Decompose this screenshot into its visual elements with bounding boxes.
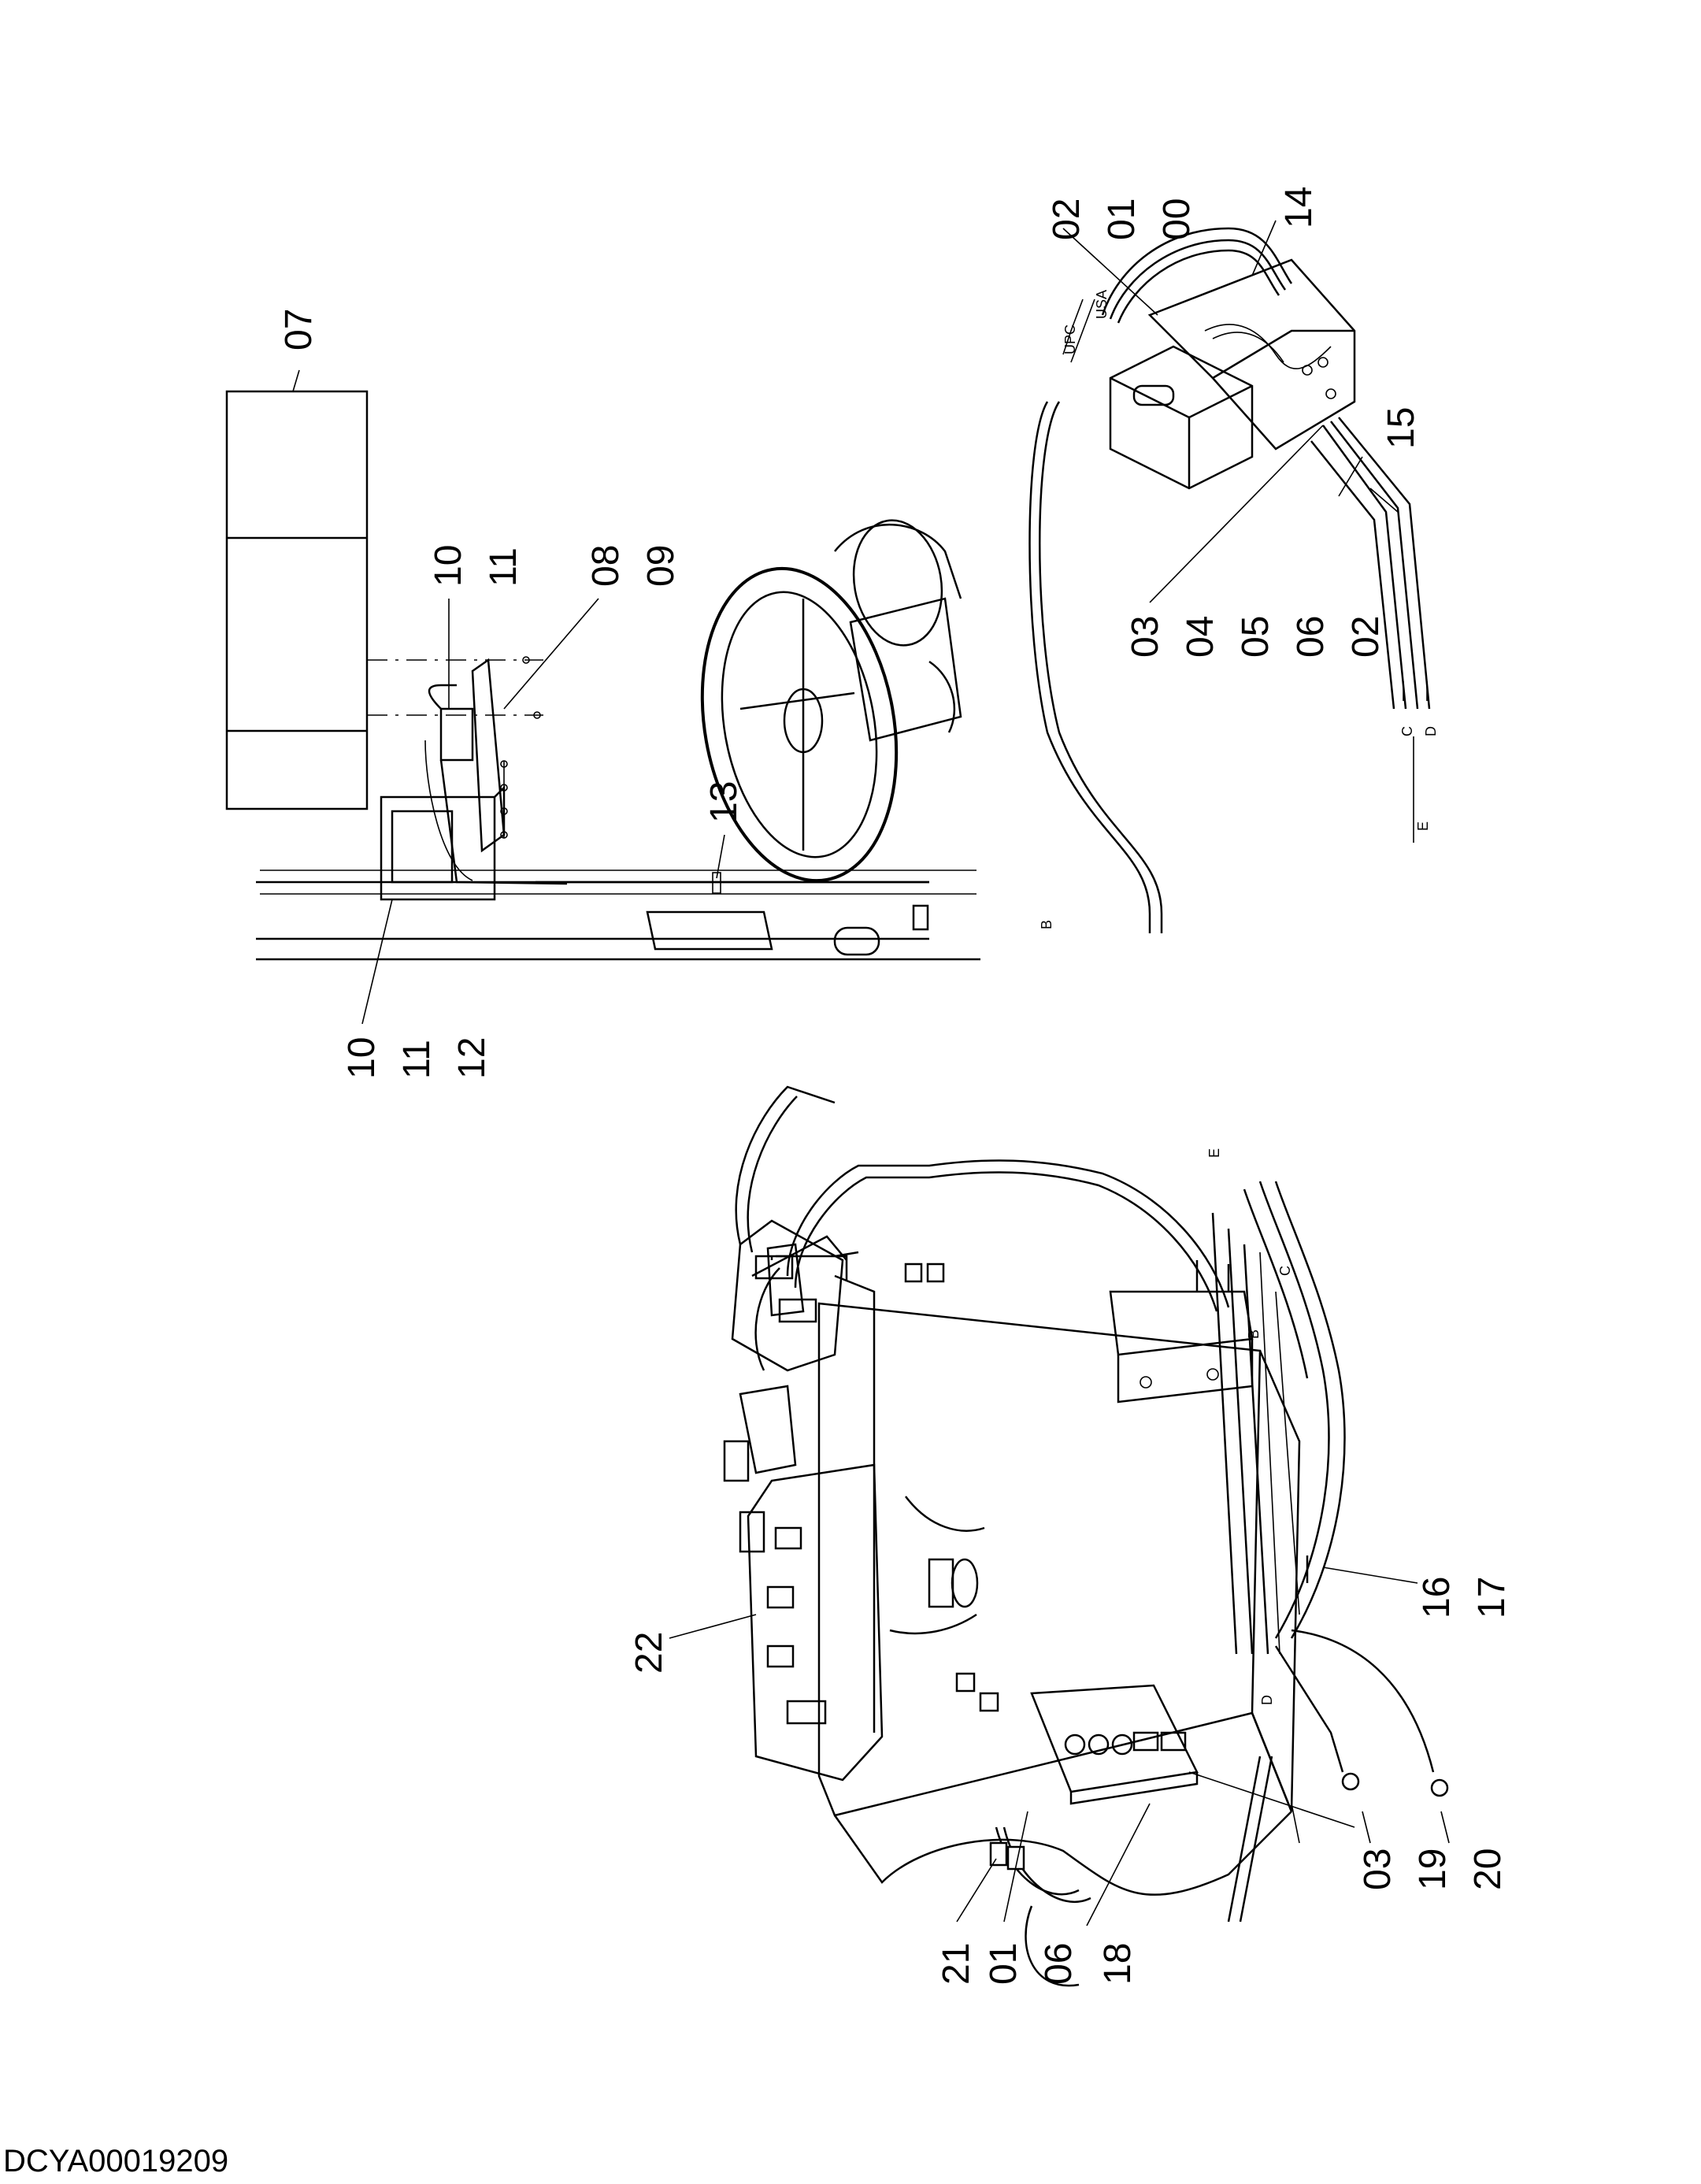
dashboard-block xyxy=(1109,1260,1254,1403)
callout-18: 18 xyxy=(1097,1943,1139,1985)
instrument-cluster xyxy=(834,519,962,742)
center-components xyxy=(889,1496,999,1712)
relay-module xyxy=(428,684,474,762)
callout-22: 22 xyxy=(628,1632,670,1674)
callout-03b: 03 xyxy=(1357,1848,1399,1890)
callout-03a: 03 xyxy=(1125,616,1166,658)
label-c-bottom: C xyxy=(1277,1266,1293,1276)
callout-14: 14 xyxy=(1278,187,1320,228)
switch-panel xyxy=(747,1274,884,1782)
callout-10: 10 xyxy=(428,545,469,587)
callout-12: 12 xyxy=(451,1037,493,1079)
callout-06a: 06 xyxy=(1290,616,1332,658)
label-upc: UPC xyxy=(1062,324,1078,354)
callout-02a: 02 xyxy=(1046,198,1088,240)
controller-box-18 xyxy=(1030,1684,1199,1805)
connector-block-top xyxy=(731,1219,945,1372)
callout-04: 04 xyxy=(1180,616,1221,658)
callout-05: 05 xyxy=(1235,616,1277,658)
callout-10b: 10 xyxy=(341,1037,383,1079)
callout-21: 21 xyxy=(936,1943,977,1985)
callout-16: 16 xyxy=(1416,1577,1458,1619)
callout-17: 17 xyxy=(1471,1577,1513,1619)
bottom-assembly xyxy=(723,1085,1450,1987)
callout-19: 19 xyxy=(1412,1848,1454,1890)
label-d-bottom: D xyxy=(1259,1695,1275,1705)
controller-unit xyxy=(1109,258,1356,490)
label-usa: USA xyxy=(1094,290,1110,319)
document-id: DCYA00019209 xyxy=(3,2144,229,2178)
label-b-bottom: B xyxy=(1246,1329,1262,1339)
control-box-top xyxy=(646,904,929,956)
callout-15: 15 xyxy=(1380,407,1422,449)
callout-13: 13 xyxy=(703,781,745,823)
callout-11: 11 xyxy=(483,547,524,587)
callout-02b: 02 xyxy=(1345,616,1387,658)
label-e-top: E xyxy=(1415,821,1431,831)
label-c-top: C xyxy=(1399,726,1415,736)
callout-07: 07 xyxy=(278,309,320,350)
callout-09: 09 xyxy=(640,545,682,587)
steering-wheel xyxy=(700,566,899,883)
callout-20: 20 xyxy=(1467,1848,1509,1890)
callout-labels: 07 10 11 08 09 13 10 11 12 02 01 00 14 1… xyxy=(278,187,1513,1985)
label-box-07 xyxy=(225,390,369,810)
callout-06b: 06 xyxy=(1038,1943,1080,1985)
direction-labels: UPC USA B C D E E C B D xyxy=(1039,290,1439,1705)
callout-11b: 11 xyxy=(396,1040,438,1079)
top-assembly xyxy=(225,227,1431,961)
callout-01b: 01 xyxy=(983,1943,1025,1985)
callout-01a: 01 xyxy=(1101,198,1143,240)
screw-group xyxy=(500,656,541,839)
label-d-top: D xyxy=(1423,726,1439,736)
label-b-top: B xyxy=(1039,920,1054,929)
label-e-bottom: E xyxy=(1206,1148,1222,1158)
upper-connectors xyxy=(723,1235,847,1553)
callout-00: 00 xyxy=(1156,198,1198,240)
callout-08: 08 xyxy=(585,545,627,587)
leader-lines xyxy=(292,220,1418,1926)
